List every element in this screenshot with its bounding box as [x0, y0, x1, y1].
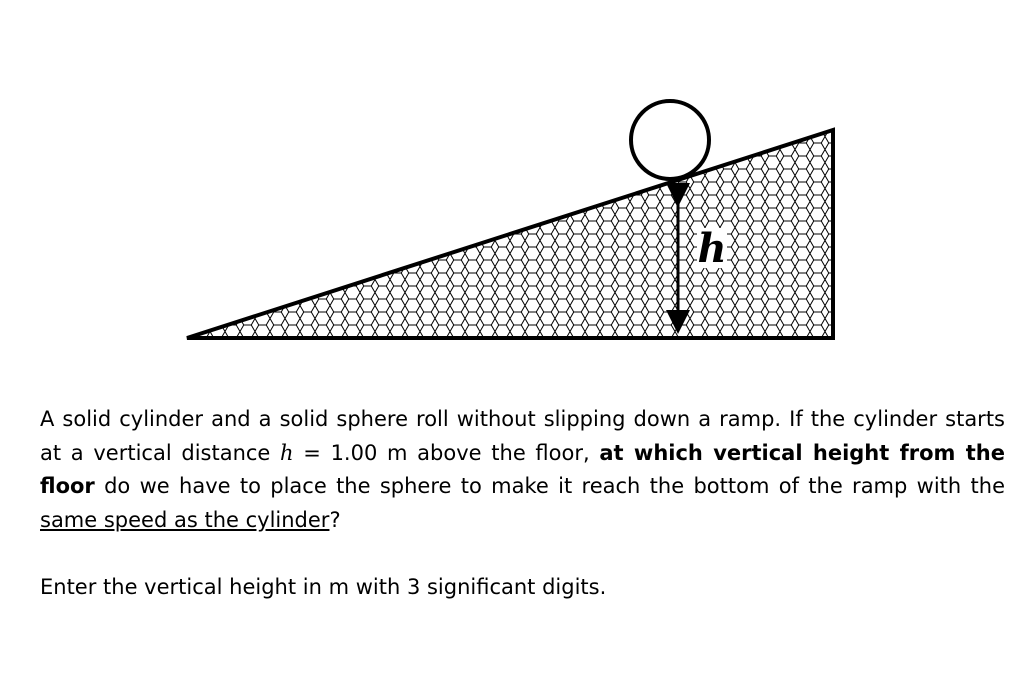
question-text: A solid cylinder and a solid sphere roll…	[40, 403, 1005, 537]
question-part: ?	[329, 507, 341, 532]
question-part: do we have to place the sphere to make i…	[94, 474, 1005, 498]
question-underlined: same speed as the cylinder	[40, 507, 330, 532]
height-label: h	[697, 225, 726, 272]
ramp-diagram: h	[186, 99, 835, 340]
ramp	[186, 127, 835, 340]
label-bg	[697, 228, 727, 268]
question-part: = 1.00 m above the floor,	[293, 440, 600, 465]
question-part: A solid cylinder and a solid sphere roll…	[40, 407, 1005, 465]
variable-h: h	[280, 440, 294, 465]
instruction-text: Enter the vertical height in m with 3 si…	[40, 575, 607, 599]
rolling-ball	[629, 99, 711, 181]
question-emphasis: at which vertical height from the floor	[40, 440, 1005, 499]
